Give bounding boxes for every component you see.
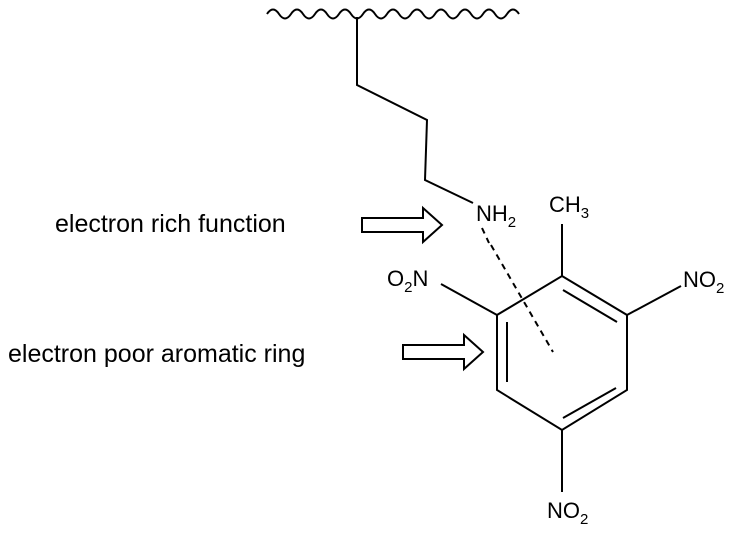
ring-double-bond-2: [562, 387, 617, 419]
aromatic-ring: [496, 274, 628, 432]
nitro-left-bond: [440, 283, 498, 316]
amine-group: NH2: [476, 201, 516, 231]
nitro-bottom-group: NO2: [547, 498, 588, 528]
ring-double-bond-1: [562, 289, 618, 323]
charge-transfer-interaction: [490, 244, 554, 353]
electron-poor-label: electron poor aromatic ring: [8, 340, 305, 368]
nitro-right-bond: [626, 285, 682, 316]
methyl-group: CH3: [549, 192, 589, 222]
polymer-backbone: [266, 8, 520, 20]
nitro-left-group: O2N: [387, 266, 428, 296]
electron-poor-arrow: [402, 332, 485, 372]
interaction-dots: [481, 227, 490, 244]
electron-rich-arrow: [361, 205, 444, 245]
electron-rich-label: electron rich function: [55, 210, 286, 238]
propyl-chain: [356, 17, 474, 204]
nitro-right-group: NO2: [683, 267, 724, 297]
